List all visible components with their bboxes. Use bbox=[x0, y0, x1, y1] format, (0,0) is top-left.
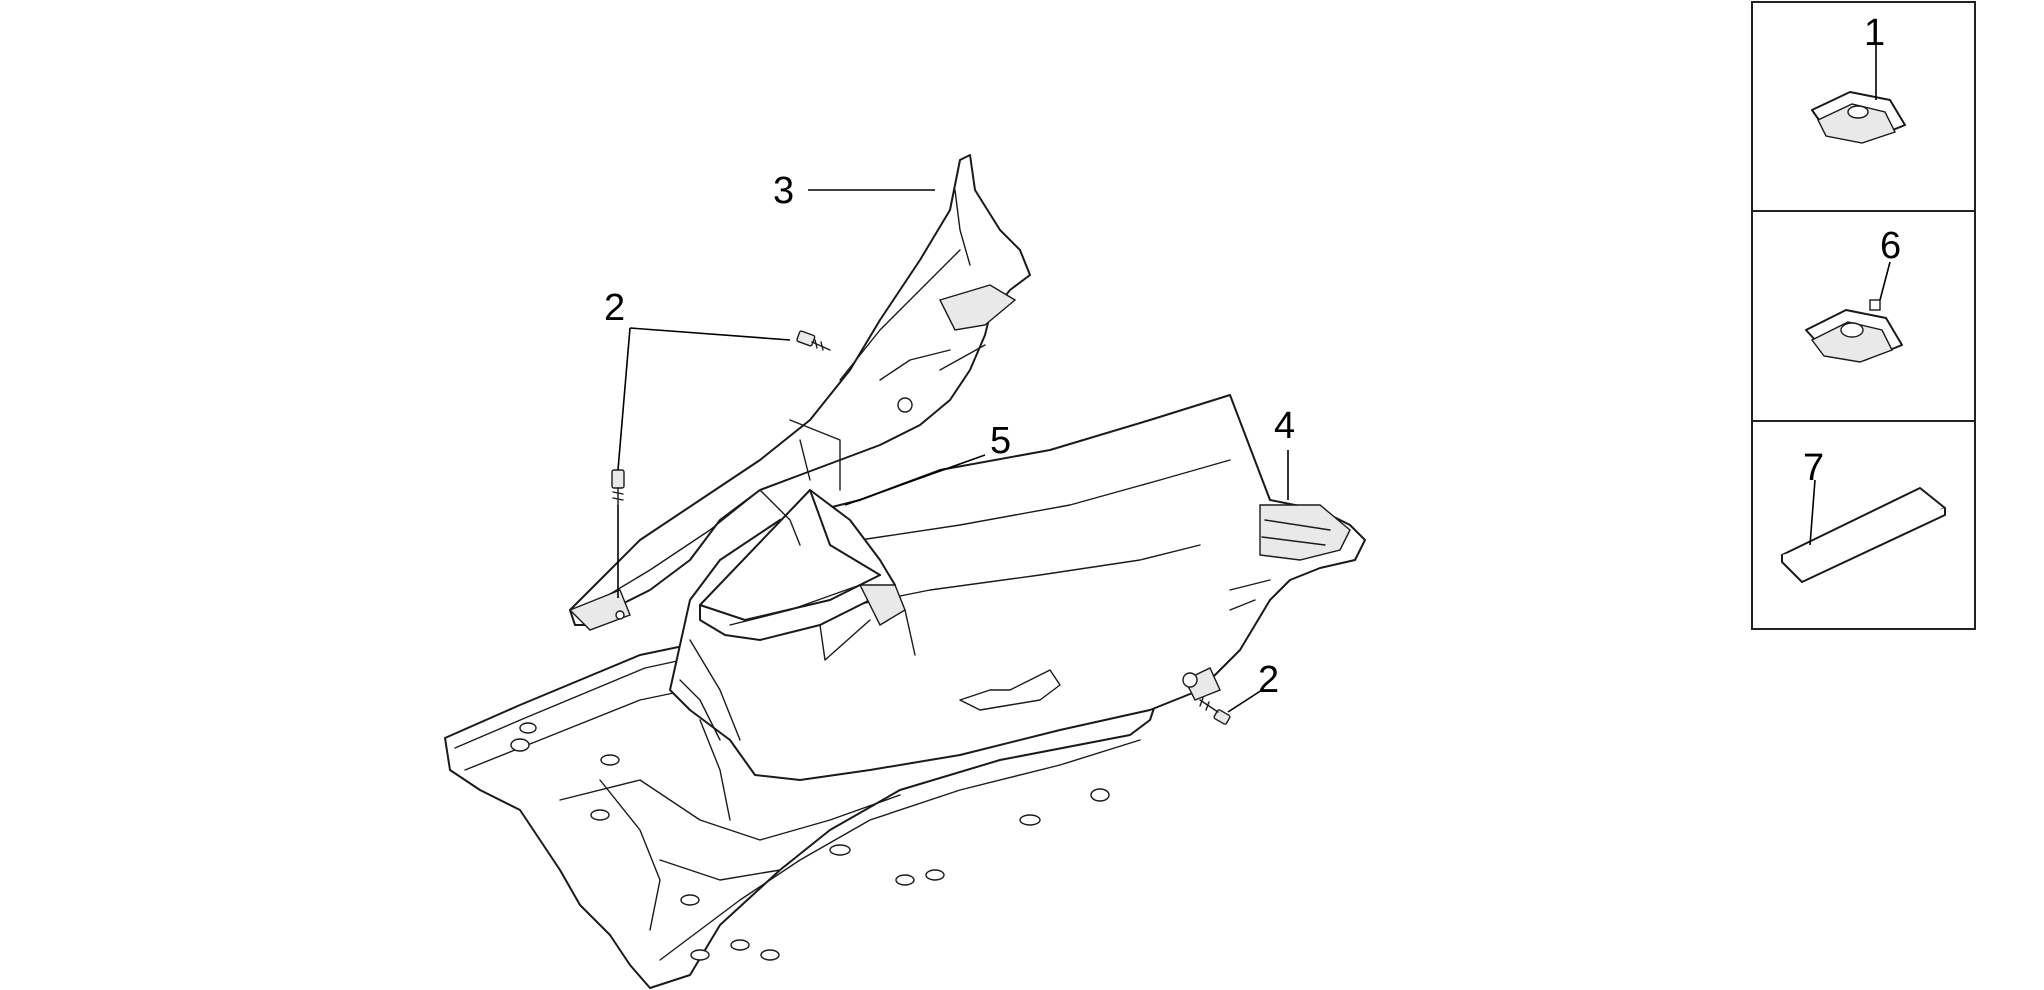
screw-upper-left bbox=[611, 469, 625, 506]
callout-7: 7 bbox=[1803, 447, 1824, 489]
callout-2-right: 2 bbox=[1258, 659, 1279, 701]
leader-2-right bbox=[1227, 689, 1263, 713]
inset-panel: 1 6 7 bbox=[1751, 1, 1976, 630]
clip-nut-6: 6 bbox=[1805, 225, 1903, 363]
leader-lines bbox=[617, 189, 1289, 713]
pad-7: 7 bbox=[1781, 447, 1946, 583]
callout-6: 6 bbox=[1880, 225, 1901, 267]
leader-2a bbox=[629, 327, 791, 341]
callout-numbers: 3 2 5 4 2 bbox=[604, 170, 1295, 701]
part-4-frame-cover bbox=[669, 394, 1366, 781]
callout-2-upper: 2 bbox=[604, 287, 625, 329]
screw-right bbox=[1199, 697, 1231, 725]
clip-nut-1: 1 bbox=[1811, 12, 1906, 144]
part-5-center-tray bbox=[699, 489, 916, 661]
screw-upper-center bbox=[796, 330, 831, 351]
callout-5: 5 bbox=[990, 420, 1011, 462]
callout-3: 3 bbox=[773, 170, 794, 212]
callout-1: 1 bbox=[1864, 12, 1885, 54]
leader-2b bbox=[617, 327, 631, 471]
callout-4: 4 bbox=[1274, 405, 1295, 447]
leader-5 bbox=[844, 454, 986, 506]
part-3-upper-shield bbox=[568, 154, 1031, 631]
